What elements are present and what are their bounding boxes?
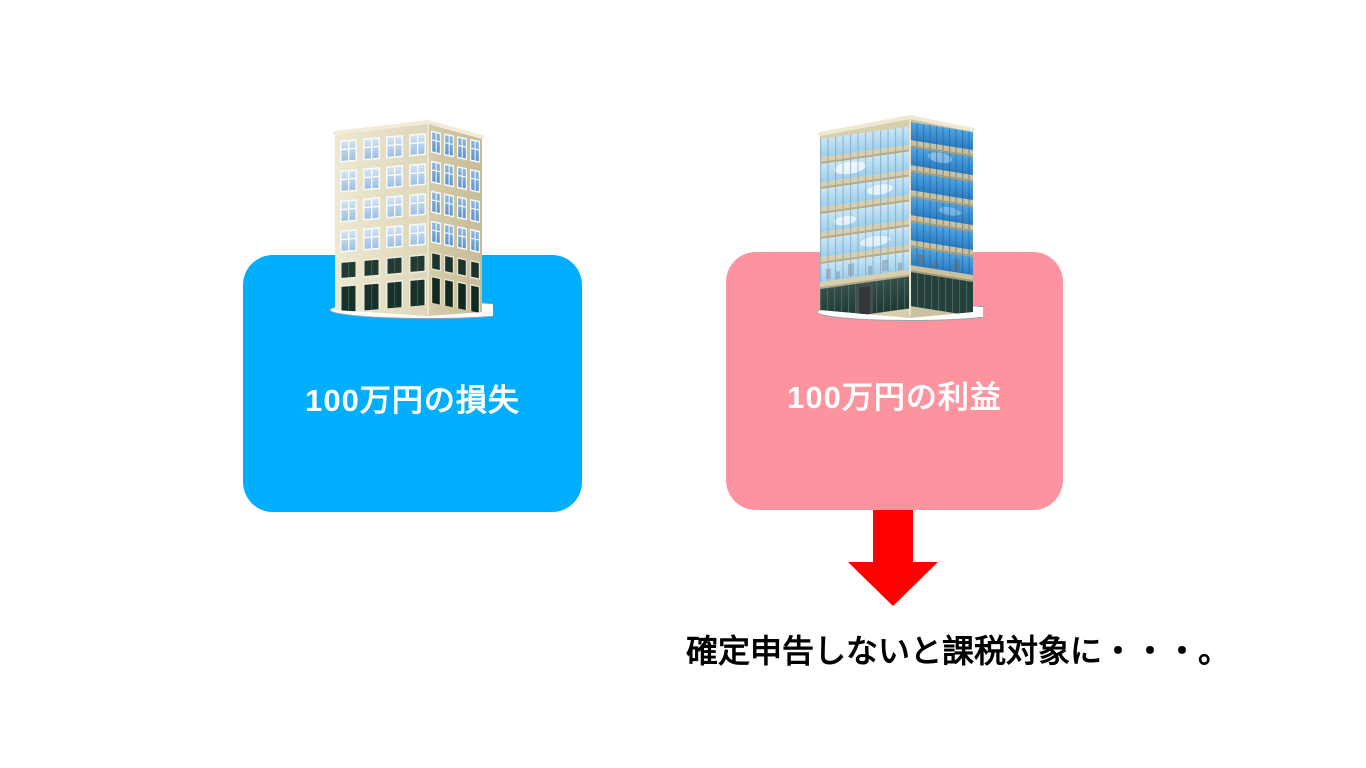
beige-office-building-illustration bbox=[329, 120, 493, 319]
glass-office-tower-illustration bbox=[816, 115, 983, 321]
caption-text: 確定申告しないと課税対象に・・・。 bbox=[685, 633, 1230, 669]
tower-roof-edge bbox=[818, 115, 975, 136]
down-arrow-icon bbox=[848, 510, 938, 606]
building-roof-edge bbox=[333, 120, 484, 139]
profit-panel: 100万円の利益 bbox=[726, 252, 1063, 510]
profit-panel-label: 100万円の利益 bbox=[787, 380, 1002, 415]
loss-panel-label: 100万円の損失 bbox=[305, 383, 520, 418]
